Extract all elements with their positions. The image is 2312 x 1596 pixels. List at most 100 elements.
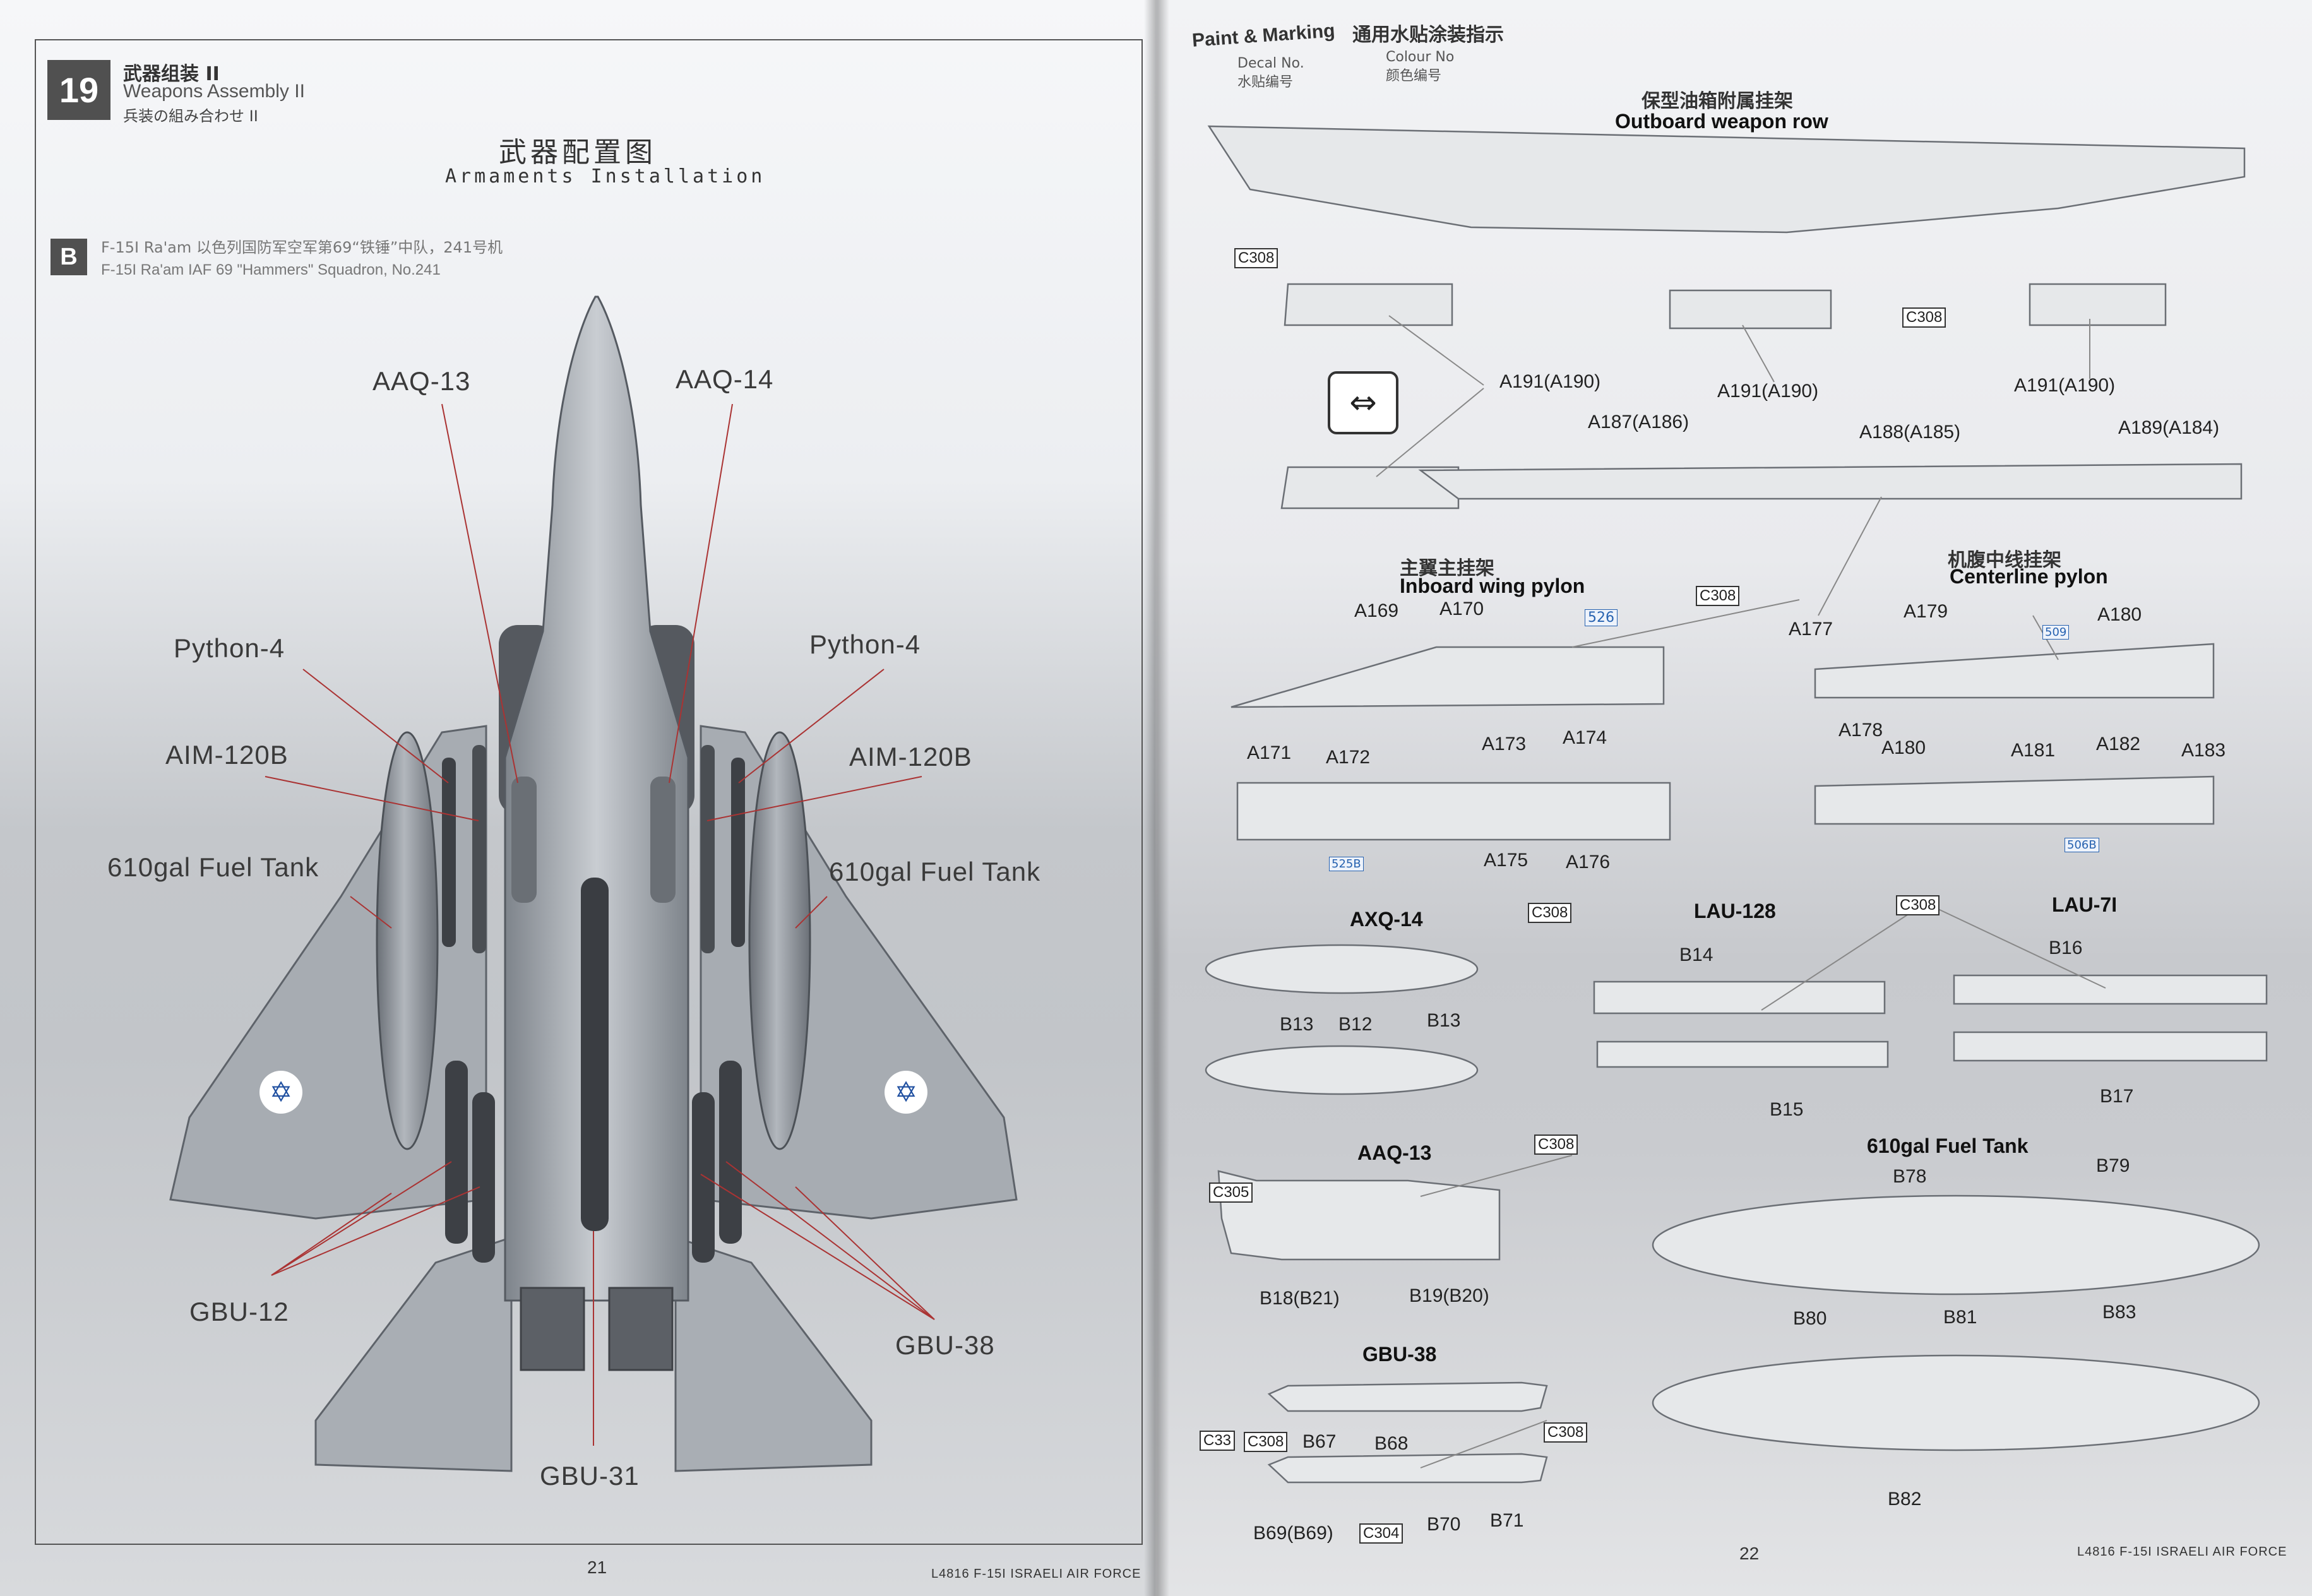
label-aim120-right: AIM-120B	[849, 742, 972, 771]
aaq13-pod	[1217, 1170, 1501, 1261]
decal-b19: B19(B20)	[1409, 1285, 1489, 1306]
decal-a172: A172	[1326, 747, 1371, 768]
decal-a191: A191(A190)	[2014, 375, 2116, 396]
svg-text:✡: ✡	[270, 1076, 293, 1109]
aaq14-pod	[650, 777, 676, 903]
left-fuel-tank	[376, 731, 439, 1150]
right-gbu38-bomb-1	[692, 1092, 715, 1263]
decal-b70: B70	[1427, 1514, 1461, 1535]
right-roundel: ✡	[885, 1071, 927, 1114]
section-title-en: Armaments Installation	[445, 165, 766, 188]
step-title-jp: 兵装の組み合わせ II	[123, 107, 258, 125]
page-frame	[35, 39, 1143, 1545]
gbu38-top	[1267, 1381, 1548, 1412]
legend-decal-en: Decal No.	[1237, 56, 1304, 71]
decal-a169: A169	[1354, 600, 1399, 621]
outboard-title-cn: 保型油箱附属挂架	[1642, 90, 1793, 112]
legend-decal-cn: 水贴编号	[1237, 74, 1294, 90]
outboard-pylon-3	[2029, 283, 2167, 326]
left-python-missile	[442, 758, 456, 947]
decal-506b: 506B	[2065, 838, 2099, 852]
gbu38-title: GBU-38	[1362, 1343, 1437, 1366]
fuel-tank-bottom	[1652, 1354, 2260, 1451]
decal-b13: B13	[1280, 1014, 1314, 1035]
decal-leader-lines	[1376, 315, 2106, 1468]
fuel-tank-title: 610gal Fuel Tank	[1867, 1134, 2029, 1157]
decal-a187: A187(A186)	[1588, 412, 1689, 432]
step-title-cn: 武器组装 II	[123, 63, 220, 85]
decal-a170: A170	[1439, 598, 1484, 619]
decal-b14: B14	[1679, 944, 1713, 965]
colour-code-c308: C308	[1544, 1422, 1588, 1443]
step-title-en: Weapons Assembly II	[123, 81, 305, 102]
variant-caption-en: F-15I Ra'am IAF 69 "Hammers" Squadron, N…	[101, 261, 441, 278]
decal-b82: B82	[1888, 1489, 1922, 1510]
decal-b78: B78	[1893, 1166, 1927, 1187]
decal-b83: B83	[2102, 1302, 2136, 1323]
right-page: Paint & Marking 通用水贴涂装指示 Decal No. 水贴编号 …	[1155, 0, 2312, 1596]
decal-b71: B71	[1490, 1510, 1524, 1531]
decal-a177: A177	[1789, 619, 1833, 640]
swap-arrow-icon: ⇔	[1328, 371, 1398, 434]
right-aim120-missile	[701, 745, 715, 953]
decal-a174: A174	[1563, 727, 1607, 748]
fuselage	[504, 295, 689, 1302]
decal-b68: B68	[1374, 1433, 1409, 1454]
colour-code-c308: C308	[1528, 903, 1572, 923]
left-roundel: ✡	[259, 1071, 302, 1114]
outboard-pylon-2	[1669, 289, 1832, 330]
decal-b67: B67	[1302, 1431, 1337, 1452]
lau7-rail-top	[1953, 974, 2268, 1005]
colour-code-c305: C305	[1209, 1182, 1253, 1203]
step-number-badge: 19	[47, 60, 110, 120]
lau128-title: LAU-128	[1694, 900, 1776, 922]
axq14-pod-top	[1205, 944, 1479, 994]
colour-code-c308: C308	[1234, 248, 1278, 268]
decal-509: 509	[2042, 625, 2070, 640]
centerline-pylon-upper	[1814, 643, 2215, 699]
variant-badge: B	[51, 239, 87, 275]
centerline-gbu31-bomb	[581, 878, 609, 1231]
axq14-title: AXQ-14	[1350, 908, 1423, 931]
decal-a178: A178	[1838, 720, 1883, 741]
decal-a173: A173	[1482, 734, 1527, 754]
decal-b69: B69(B69)	[1253, 1523, 1333, 1544]
centerline-title-en: Centerline pylon	[1950, 565, 2108, 588]
label-fuel-tank-right: 610gal Fuel Tank	[829, 857, 1041, 886]
marking-diagrams: ⇔	[1205, 125, 2268, 1484]
conformal-tank-outline	[1207, 125, 2246, 234]
footer-right: L4816 F-15I ISRAELI AIR FORCE	[2077, 1545, 2287, 1559]
label-fuel-tank-left: 610gal Fuel Tank	[107, 852, 319, 882]
decal-b81: B81	[1943, 1307, 1977, 1328]
label-python-left: Python-4	[174, 633, 285, 663]
decal-a183: A183	[2181, 740, 2226, 761]
decal-a191: A191(A190)	[1717, 381, 1819, 402]
label-python-right: Python-4	[809, 629, 921, 659]
lau128-rail-bottom	[1596, 1040, 1889, 1068]
label-aim120-left: AIM-120B	[165, 740, 289, 770]
left-aim120-missile	[472, 745, 486, 953]
right-gbu38-bomb-2	[719, 1061, 742, 1244]
lau7-rail-bottom	[1953, 1031, 2268, 1062]
outboard-pylon-1	[1284, 283, 1453, 326]
decal-525b: 525B	[1329, 857, 1364, 871]
decal-a191: A191(A190)	[1499, 371, 1601, 392]
inboard-title-cn: 主翼主挂架	[1400, 557, 1494, 580]
outboard-title-en: Outboard weapon row	[1615, 110, 1828, 133]
label-aaq14: AAQ-14	[676, 364, 774, 394]
outboard-pylon-4	[1280, 466, 1460, 509]
left-nozzle	[520, 1287, 585, 1371]
axq14-pod-bottom	[1205, 1045, 1479, 1095]
decal-a175: A175	[1484, 850, 1528, 871]
decal-b15: B15	[1770, 1099, 1804, 1120]
label-gbu12: GBU-12	[189, 1297, 289, 1326]
left-gbu12-bomb-1	[445, 1061, 468, 1244]
decal-a179: A179	[1904, 601, 1948, 622]
decal-b80: B80	[1793, 1308, 1827, 1329]
decal-a182: A182	[2096, 734, 2141, 754]
right-nozzle	[608, 1287, 674, 1371]
centerline-pylon-lower	[1814, 775, 2215, 825]
outboard-rail-long	[1418, 463, 2243, 500]
colour-code-c33: C33	[1200, 1431, 1236, 1451]
decal-a176: A176	[1566, 852, 1611, 872]
